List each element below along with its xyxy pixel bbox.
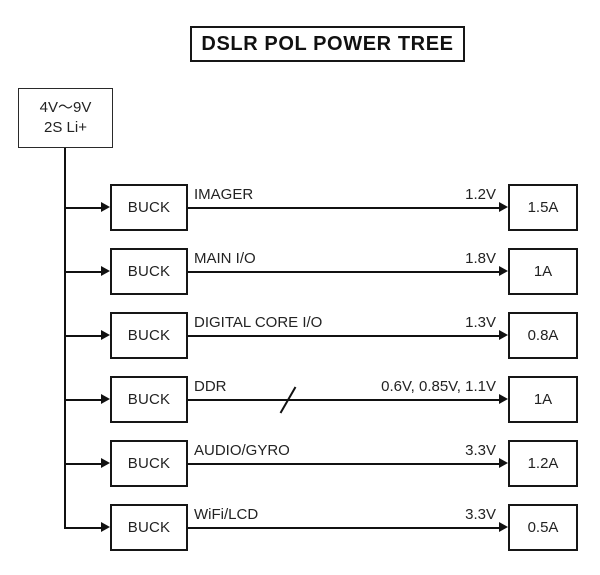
- arrow-head-icon: [499, 522, 508, 532]
- rail-voltage-label: 3.3V: [465, 441, 496, 459]
- rail-voltage-label: 1.8V: [465, 249, 496, 267]
- rail-wire: [188, 206, 499, 209]
- bus-branch-wire: [64, 206, 101, 209]
- arrow-head-icon: [499, 394, 508, 404]
- bus-branch-wire: [64, 270, 101, 273]
- rail-name-label: IMAGER: [194, 185, 254, 203]
- buck-converter-2[interactable]: BUCK: [110, 248, 188, 295]
- arrow-head-icon: [499, 330, 508, 340]
- load-current-label: 1.2A: [527, 455, 559, 472]
- buck-converter-label: BUCK: [127, 263, 171, 280]
- arrow-head-icon: [101, 330, 110, 340]
- rail-wire: [188, 526, 499, 529]
- load-current-label: 0.8A: [527, 327, 559, 344]
- load-current-box-2[interactable]: 1A: [508, 248, 578, 295]
- rail-voltage-label: 1.2V: [465, 185, 496, 203]
- load-current-label: 0.5A: [527, 519, 559, 536]
- arrow-head-icon: [101, 202, 110, 212]
- load-current-box-6[interactable]: 0.5A: [508, 504, 578, 551]
- diagram-title-box: DSLR POL POWER TREE: [190, 26, 465, 62]
- arrow-head-icon: [101, 522, 110, 532]
- source-voltage-range: 4V〜9V: [39, 99, 92, 116]
- load-current-box-3[interactable]: 0.8A: [508, 312, 578, 359]
- load-current-box-1[interactable]: 1.5A: [508, 184, 578, 231]
- buck-converter-label: BUCK: [127, 519, 171, 536]
- buck-converter-label: BUCK: [127, 199, 171, 216]
- arrow-head-icon: [499, 458, 508, 468]
- rail-wire: [188, 334, 499, 337]
- buck-converter-4[interactable]: BUCK: [110, 376, 188, 423]
- buck-converter-1[interactable]: BUCK: [110, 184, 188, 231]
- source-chemistry: 2S Li+: [44, 119, 87, 136]
- arrow-head-icon: [499, 266, 508, 276]
- buck-converter-label: BUCK: [127, 391, 171, 408]
- rail-name-label: AUDIO/GYRO: [194, 441, 290, 459]
- load-current-label: 1.5A: [527, 199, 559, 216]
- rail-wire: [188, 270, 499, 273]
- buck-converter-3[interactable]: BUCK: [110, 312, 188, 359]
- rail-wire: [188, 462, 499, 465]
- rail-voltage-label: 0.6V, 0.85V, 1.1V: [381, 377, 496, 395]
- arrow-head-icon: [101, 458, 110, 468]
- power-bus-vertical: [64, 148, 66, 527]
- arrow-head-icon: [101, 266, 110, 276]
- load-current-label: 1A: [533, 391, 553, 408]
- rail-name-label: DDR: [194, 377, 227, 395]
- arrow-head-icon: [499, 202, 508, 212]
- bus-branch-wire: [64, 398, 101, 401]
- rail-voltage-label: 1.3V: [465, 313, 496, 331]
- page-title: DSLR POL POWER TREE: [201, 32, 454, 55]
- buck-converter-6[interactable]: BUCK: [110, 504, 188, 551]
- buck-converter-label: BUCK: [127, 327, 171, 344]
- rail-name-label: DIGITAL CORE I/O: [194, 313, 323, 331]
- load-current-label: 1A: [533, 263, 553, 280]
- bus-branch-wire: [64, 526, 101, 529]
- bus-branch-wire: [64, 462, 101, 465]
- buck-converter-5[interactable]: BUCK: [110, 440, 188, 487]
- load-current-box-5[interactable]: 1.2A: [508, 440, 578, 487]
- buck-converter-label: BUCK: [127, 455, 171, 472]
- rail-voltage-label: 3.3V: [465, 505, 496, 523]
- bus-branch-wire: [64, 334, 101, 337]
- rail-wire: [188, 398, 499, 401]
- load-current-box-4[interactable]: 1A: [508, 376, 578, 423]
- rail-name-label: MAIN I/O: [194, 249, 256, 267]
- arrow-head-icon: [101, 394, 110, 404]
- rail-name-label: WiFi/LCD: [194, 505, 259, 523]
- battery-source-box: 4V〜9V 2S Li+: [18, 88, 113, 148]
